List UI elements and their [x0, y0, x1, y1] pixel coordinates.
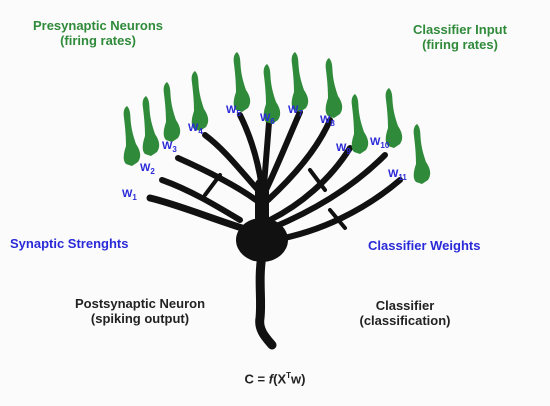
weight-label-sub: 5 — [236, 109, 241, 119]
weight-label-base: W — [260, 112, 271, 124]
presynaptic-label: Presynaptic Neurons (firing rates) — [18, 18, 178, 48]
presynaptic-neuron-7 — [291, 52, 309, 112]
dendrite-branch-10 — [269, 152, 388, 231]
weight-label-8: W8 — [320, 114, 335, 128]
weight-label-base: W — [288, 104, 299, 116]
presynaptic-neuron-1 — [123, 106, 141, 166]
weight-label-sub: 7 — [298, 109, 303, 119]
weight-label-base: W — [336, 142, 347, 154]
weight-label-base: W — [140, 162, 151, 174]
weight-label-base: W — [320, 114, 331, 126]
weight-label-base: W — [370, 136, 381, 148]
weight-label-sub: 9 — [346, 147, 351, 157]
weight-label-10: W10 — [370, 136, 389, 150]
presynaptic-neuron-6 — [263, 64, 281, 124]
presynaptic-neuron-5 — [233, 52, 251, 112]
weight-label-1: W1 — [122, 188, 137, 202]
weight-label-base: W — [226, 104, 237, 116]
presynaptic-neuron-10 — [385, 88, 403, 148]
soma — [236, 218, 288, 262]
weight-label-sub: 2 — [150, 167, 155, 177]
weight-label-sub: 1 — [132, 193, 137, 203]
weight-label-base: W — [388, 168, 399, 180]
weight-label-11: W11 — [388, 168, 407, 182]
presynaptic-neuron-9 — [351, 94, 369, 154]
formula-rest: w) — [291, 371, 306, 387]
dendrite-branch-8 — [265, 117, 333, 203]
classifier-input-title: Classifier Input — [413, 22, 507, 37]
dendrite-branch-4 — [202, 132, 261, 193]
classifier-input-label: Classifier Input (firing rates) — [380, 22, 540, 52]
presynaptic-sub: (firing rates) — [60, 33, 136, 48]
dendrite-branch-7 — [263, 109, 303, 193]
presynaptic-neuron-8 — [325, 58, 343, 118]
dendrite-branch-9 — [267, 145, 353, 223]
synaptic-strengths-label: Synaptic Strenghts — [10, 236, 129, 251]
weight-label-2: W2 — [140, 162, 155, 176]
weight-label-3: W3 — [162, 140, 177, 154]
postsynaptic-label: Postsynaptic Neuron (spiking output) — [50, 296, 230, 326]
postsynaptic-title: Postsynaptic Neuron — [74, 296, 206, 311]
weight-label-sub: 3 — [172, 145, 177, 155]
dendrite-branch-2 — [159, 177, 243, 223]
formula-lhs: C = — [244, 371, 269, 387]
weight-label-7: W7 — [288, 104, 303, 118]
postsynaptic-sub: (spiking output) — [90, 311, 190, 326]
dendrite-branch-1 — [146, 194, 259, 236]
weight-label-9: W9 — [336, 142, 351, 156]
formula-f: f — [268, 371, 274, 387]
dendrite-branch-11 — [271, 177, 403, 243]
formula-open: (X — [273, 371, 287, 387]
weight-label-5: W5 — [226, 104, 241, 118]
formula: C = f(XTw) — [210, 368, 340, 386]
weight-label-sub: 4 — [198, 127, 203, 137]
classifier-title: Classifier — [375, 298, 435, 313]
weight-label-base: W — [162, 140, 173, 152]
classifier-weights-label: Classifier Weights — [368, 238, 481, 253]
weight-label-sub: 6 — [270, 117, 275, 127]
weight-label-sub: 10 — [380, 141, 390, 151]
presynaptic-title: Presynaptic Neurons — [32, 18, 164, 33]
weight-label-base: W — [122, 188, 133, 200]
weight-label-sub: 8 — [330, 119, 335, 129]
weight-label-base: W — [188, 122, 199, 134]
axon — [255, 250, 277, 350]
classifier-input-sub: (firing rates) — [422, 37, 498, 52]
formula-sup: T — [286, 371, 291, 380]
weight-label-4: W4 — [188, 122, 203, 136]
weight-label-6: W6 — [260, 112, 275, 126]
weight-label-sub: 11 — [398, 173, 407, 183]
presynaptic-neuron-3 — [163, 82, 181, 142]
presynaptic-neuron-11 — [413, 124, 431, 184]
presynaptic-neuron-2 — [142, 96, 160, 156]
classifier-label: Classifier (classification) — [330, 298, 480, 328]
dendrite-branch-5 — [237, 112, 265, 191]
presynaptic-neuron-4 — [191, 71, 209, 131]
classifier-sub: (classification) — [359, 313, 451, 328]
